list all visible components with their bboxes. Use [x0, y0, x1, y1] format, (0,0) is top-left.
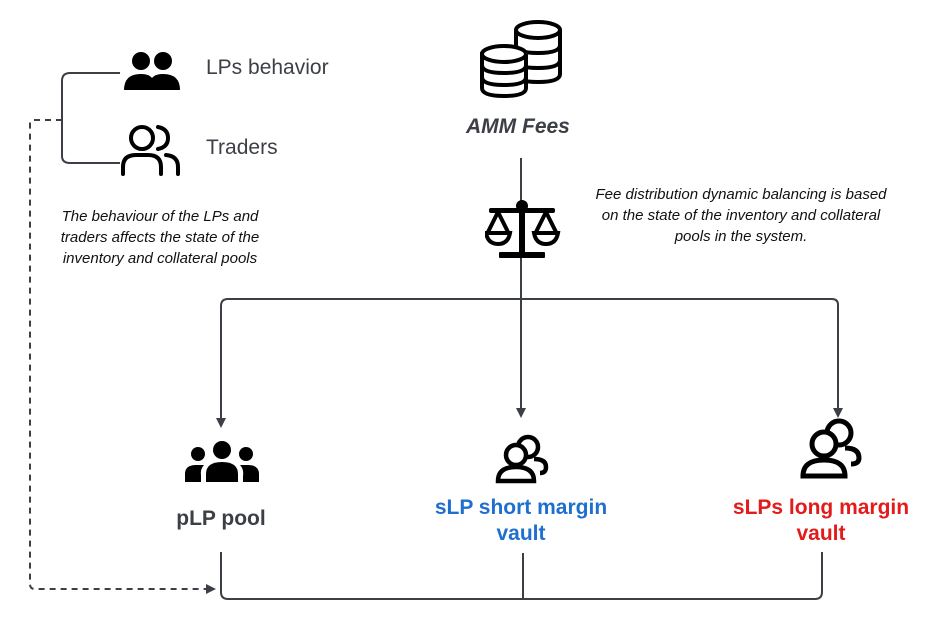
- distribution-bus: [228, 298, 839, 306]
- lps-behavior-label: LPs behavior: [206, 56, 329, 79]
- arrow-to-plp: [216, 298, 229, 428]
- two-users-icon: [495, 434, 549, 484]
- plp-pool-title: pLP pool: [176, 507, 266, 530]
- behaviour-note: The behaviour of the LPs and traders aff…: [60, 208, 260, 267]
- amm-fees-title: AMM Fees: [466, 115, 570, 138]
- fee-distribution-note: Fee distribution dynamic balancing is ba…: [595, 186, 887, 245]
- bottom-bracket: [220, 552, 823, 600]
- people-outline-icon: [121, 125, 180, 176]
- scale-balance-icon: [485, 200, 561, 258]
- slp-long-vault-title: sLPs long margin vault: [732, 496, 910, 545]
- people-group-icon: [124, 52, 180, 90]
- traders-label: Traders: [206, 136, 278, 159]
- two-users-icon: [800, 418, 862, 479]
- coin-stacks-icon: [480, 20, 562, 99]
- feedback-dashed-line: [29, 119, 216, 594]
- legend-bracket: [61, 72, 120, 164]
- three-people-icon: [185, 441, 259, 482]
- slp-short-vault-title: sLP short margin vault: [434, 496, 608, 545]
